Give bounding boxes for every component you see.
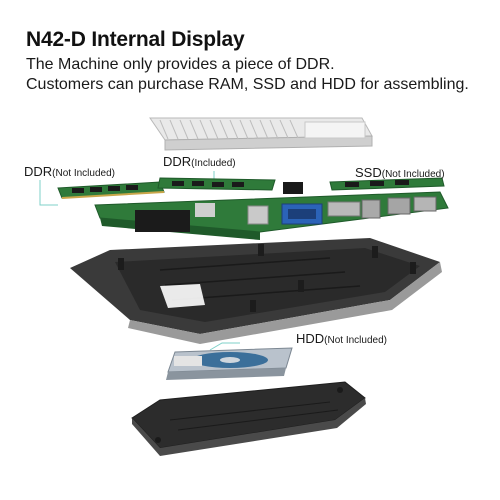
heatsink bbox=[149, 117, 373, 151]
label-ddr-left-note: (Not Included) bbox=[52, 168, 115, 179]
label-ssd-not-included: SSD(Not Included) bbox=[355, 165, 445, 180]
label-hdd-not-included: HDD(Not Included) bbox=[296, 331, 387, 346]
description-line-1: The Machine only provides a piece of DDR… bbox=[26, 56, 335, 73]
description-line-2: Customers can purchase RAM, SSD and HDD … bbox=[26, 76, 469, 93]
ddr-stick-center bbox=[157, 177, 276, 191]
page-title: N42-D Internal Display bbox=[26, 28, 245, 51]
label-ssd-main: SSD bbox=[355, 165, 382, 180]
motherboard bbox=[94, 182, 449, 240]
label-ddr-included: DDR(Included) bbox=[163, 154, 236, 169]
label-ddr-center-main: DDR bbox=[163, 154, 192, 169]
case-shell bbox=[70, 238, 442, 344]
label-ddr-left-main: DDR bbox=[24, 164, 53, 179]
hdd-drive bbox=[166, 347, 293, 380]
ddr-stick-left bbox=[57, 181, 165, 199]
ssd-module bbox=[329, 177, 445, 191]
label-hdd-note: (Not Included) bbox=[324, 335, 387, 346]
label-hdd-main: HDD bbox=[296, 331, 325, 346]
label-ddr-not-included-left: DDR(Not Included) bbox=[24, 164, 115, 179]
bottom-panel bbox=[131, 381, 366, 456]
label-ddr-center-note: (Included) bbox=[191, 158, 236, 169]
label-ssd-note: (Not Included) bbox=[381, 169, 445, 180]
